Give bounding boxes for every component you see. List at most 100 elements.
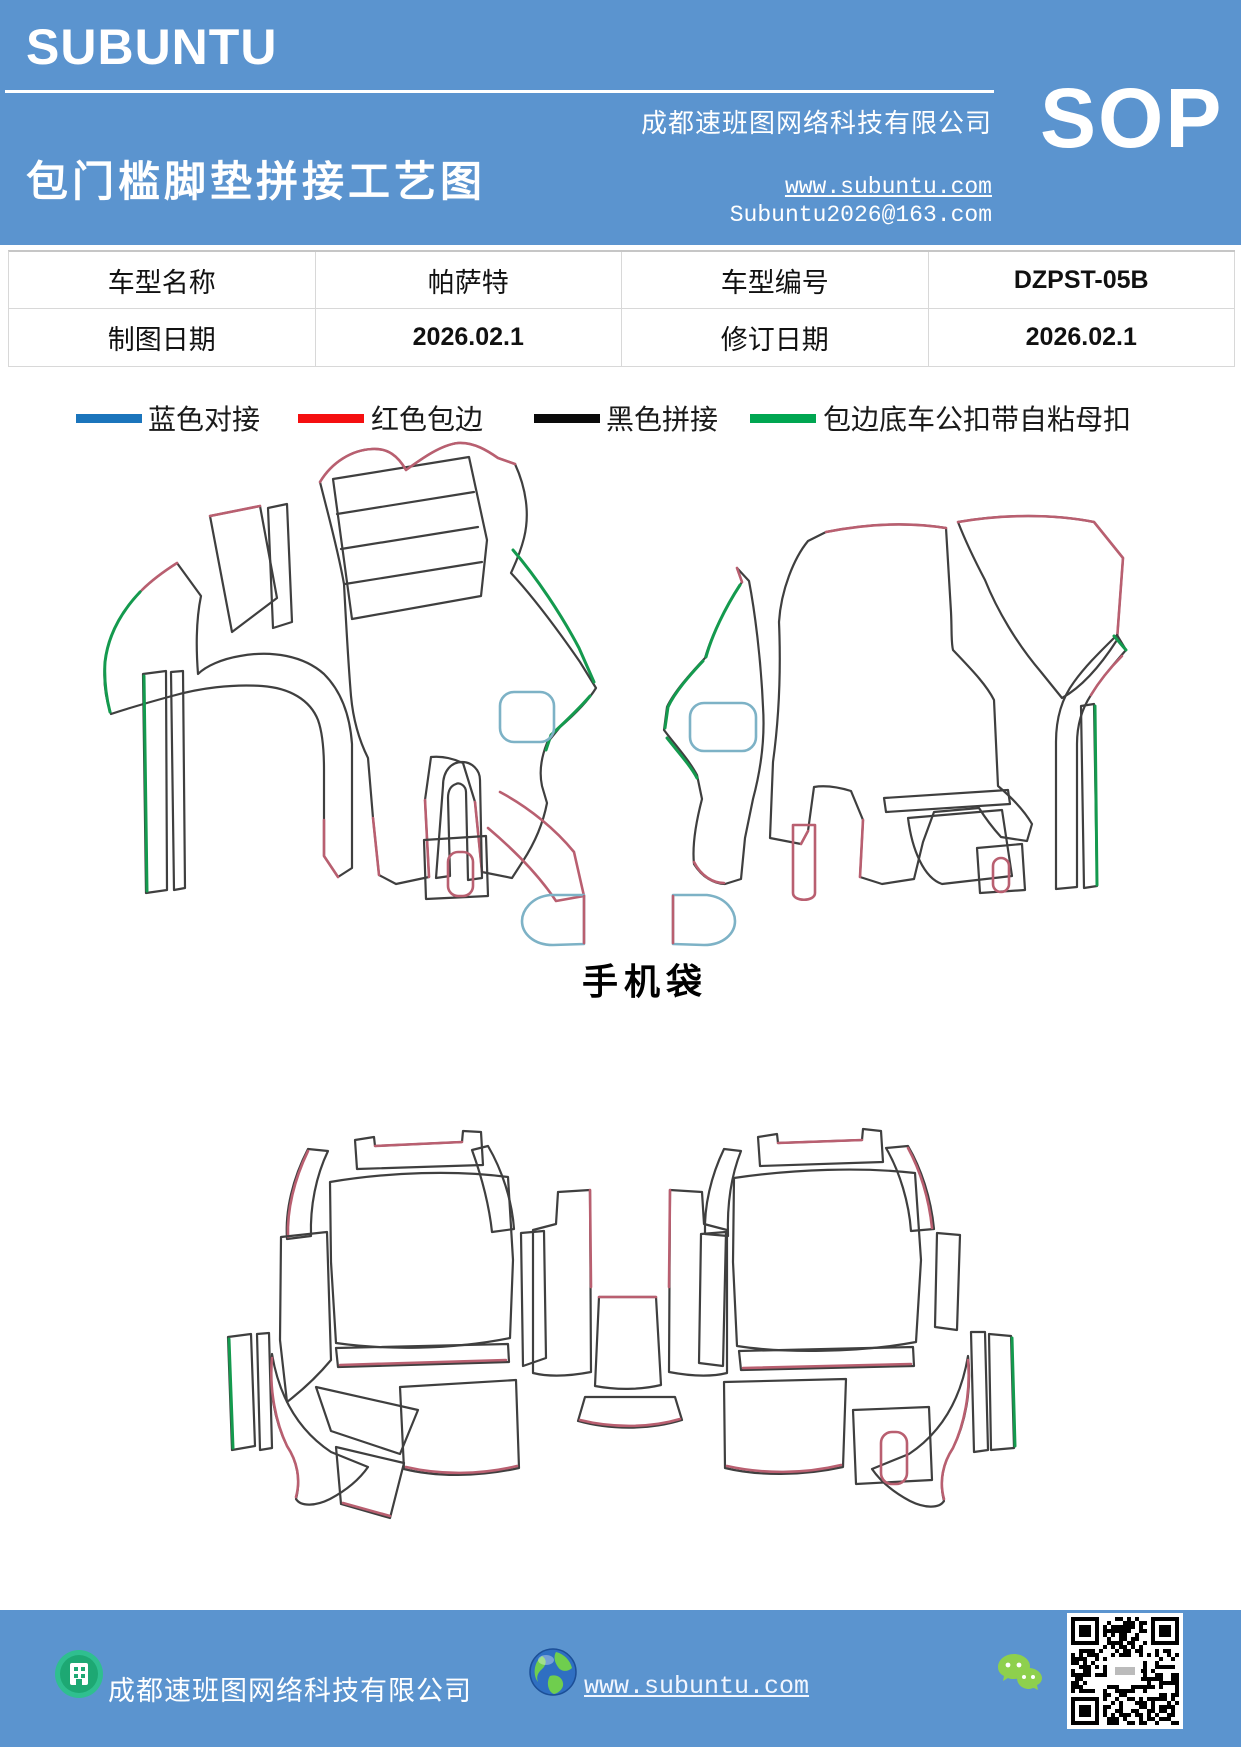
ladder-rung (343, 560, 484, 586)
slot-outline (446, 850, 475, 898)
footer-website-link[interactable]: www.subuntu.com (584, 1672, 810, 1701)
edge-red (322, 818, 340, 879)
legend-swatch-blue (76, 414, 142, 423)
edge-red (824, 523, 948, 534)
edge-red (741, 1362, 913, 1370)
edge-red (776, 1138, 864, 1145)
mat-piece-foot (791, 823, 817, 902)
rear-strip (697, 1230, 728, 1368)
rear-swoosh (269, 1352, 370, 1506)
phone-bag-label: 手机袋 (581, 961, 708, 1002)
edge-red (318, 441, 517, 484)
phone-bag-group (520, 893, 737, 947)
legend-label-green: 包边底车公扣带自粘母扣 (823, 405, 1132, 436)
mat-piece-main (768, 523, 1034, 886)
rear-quad (334, 1445, 406, 1520)
legend-label-red: 红色包边 (371, 405, 484, 436)
footer-company-name: 成都速班图网络科技有限公司 (108, 1676, 472, 1706)
rear-square-right-strip (737, 1345, 916, 1372)
edge-red (956, 514, 1125, 642)
header-band: SUBUNTU 包门槛脚垫拼接工艺图 成都速班图网络科技有限公司 www.sub… (0, 0, 1241, 245)
edge-green (142, 674, 149, 893)
rear-flank (703, 1147, 743, 1238)
edge-red (1089, 654, 1124, 697)
console-notch-outline (688, 701, 758, 753)
edge-red (799, 818, 865, 879)
mat-piece-slat (208, 504, 279, 634)
rear-mat-group (226, 1127, 1017, 1520)
front-right-mat-group (662, 514, 1128, 902)
mat-piece-slotted (422, 834, 490, 901)
edge-red (286, 1149, 310, 1239)
legend-swatch-red (298, 414, 364, 423)
rear-quad (314, 1385, 420, 1456)
mat-piece-hook (434, 760, 484, 882)
globe-icon (529, 1648, 577, 1696)
company-building-icon (55, 1650, 103, 1698)
rear-green-bar (987, 1332, 1016, 1452)
mat-piece-quad (906, 808, 1014, 886)
rear-strip (519, 1229, 548, 1368)
rear-center-column (593, 1295, 663, 1390)
legend-label-black: 黑色拼接 (606, 405, 719, 436)
table-cell-draw-date-value: 2026.02.1 (315, 309, 622, 367)
legend-label-blue: 蓝色对接 (148, 405, 261, 436)
edge-green (1010, 1336, 1017, 1448)
slot-outline (879, 1430, 909, 1486)
wechat-icon (998, 1654, 1042, 1690)
mat-piece-left-strip2 (169, 669, 187, 892)
edge-red (270, 1356, 300, 1499)
mat-piece-leg-band (486, 790, 586, 903)
edge-green (665, 736, 699, 780)
legend-swatch-black (534, 414, 600, 423)
rear-slotted (851, 1405, 934, 1486)
ladder-rung (339, 525, 480, 551)
rear-square-right (731, 1168, 923, 1352)
edge-red (578, 1417, 682, 1428)
edge-green (704, 583, 742, 659)
table-cell-model-name-value: 帕萨特 (315, 252, 622, 309)
edge-red (588, 1188, 593, 1289)
header-email: Subuntu2026@163.com (729, 202, 992, 228)
edge-red (338, 1358, 508, 1367)
legend-swatch-green (750, 414, 816, 423)
edge-green (103, 590, 142, 714)
edge-green (1112, 634, 1128, 652)
sop-label: SOP (1040, 71, 1224, 165)
rear-center-colR (667, 1188, 729, 1377)
rear-strip (933, 1231, 962, 1332)
table-cell-revise-date-label: 修订日期 (622, 309, 929, 367)
edge-green (1093, 704, 1099, 887)
table-cell-revise-date-value: 2026.02.1 (928, 309, 1235, 367)
edge-red (341, 1501, 392, 1518)
mat-piece-hbar (882, 788, 1012, 814)
rear-top-bar (353, 1129, 485, 1171)
mat-piece-profile (662, 566, 765, 886)
rear-bar-strip (969, 1330, 990, 1454)
mat-piece-ladder (331, 455, 489, 621)
mat-piece-right-top (956, 514, 1125, 700)
rear-strip (278, 1230, 333, 1404)
qr-code (1067, 1613, 1183, 1729)
rear-center-trapezoid (576, 1395, 684, 1429)
rear-trapezoid (722, 1377, 848, 1475)
phone-bag-right (671, 893, 737, 947)
mat-piece-slat-thin (266, 502, 294, 630)
edge-red (667, 1188, 672, 1289)
rear-top-bar (756, 1127, 885, 1168)
rear-flank (884, 1144, 936, 1233)
ladder-rung (335, 490, 476, 516)
rear-flank (470, 1144, 516, 1234)
edge-green (663, 659, 705, 730)
table-cell-draw-date-label: 制图日期 (9, 309, 316, 367)
rear-trapezoid (398, 1378, 521, 1476)
vehicle-info-table: 车型名称 帕萨特 车型编号 DZPST-05B 制图日期 2026.02.1 修… (8, 250, 1235, 367)
edge-red (725, 1463, 843, 1474)
phone-bag-left (520, 893, 586, 947)
page-title: 包门槛脚垫拼接工艺图 (26, 158, 487, 205)
edge-red (208, 504, 262, 518)
header-website-link[interactable]: www.subuntu.com (784, 174, 992, 200)
edge-red (940, 1358, 970, 1501)
